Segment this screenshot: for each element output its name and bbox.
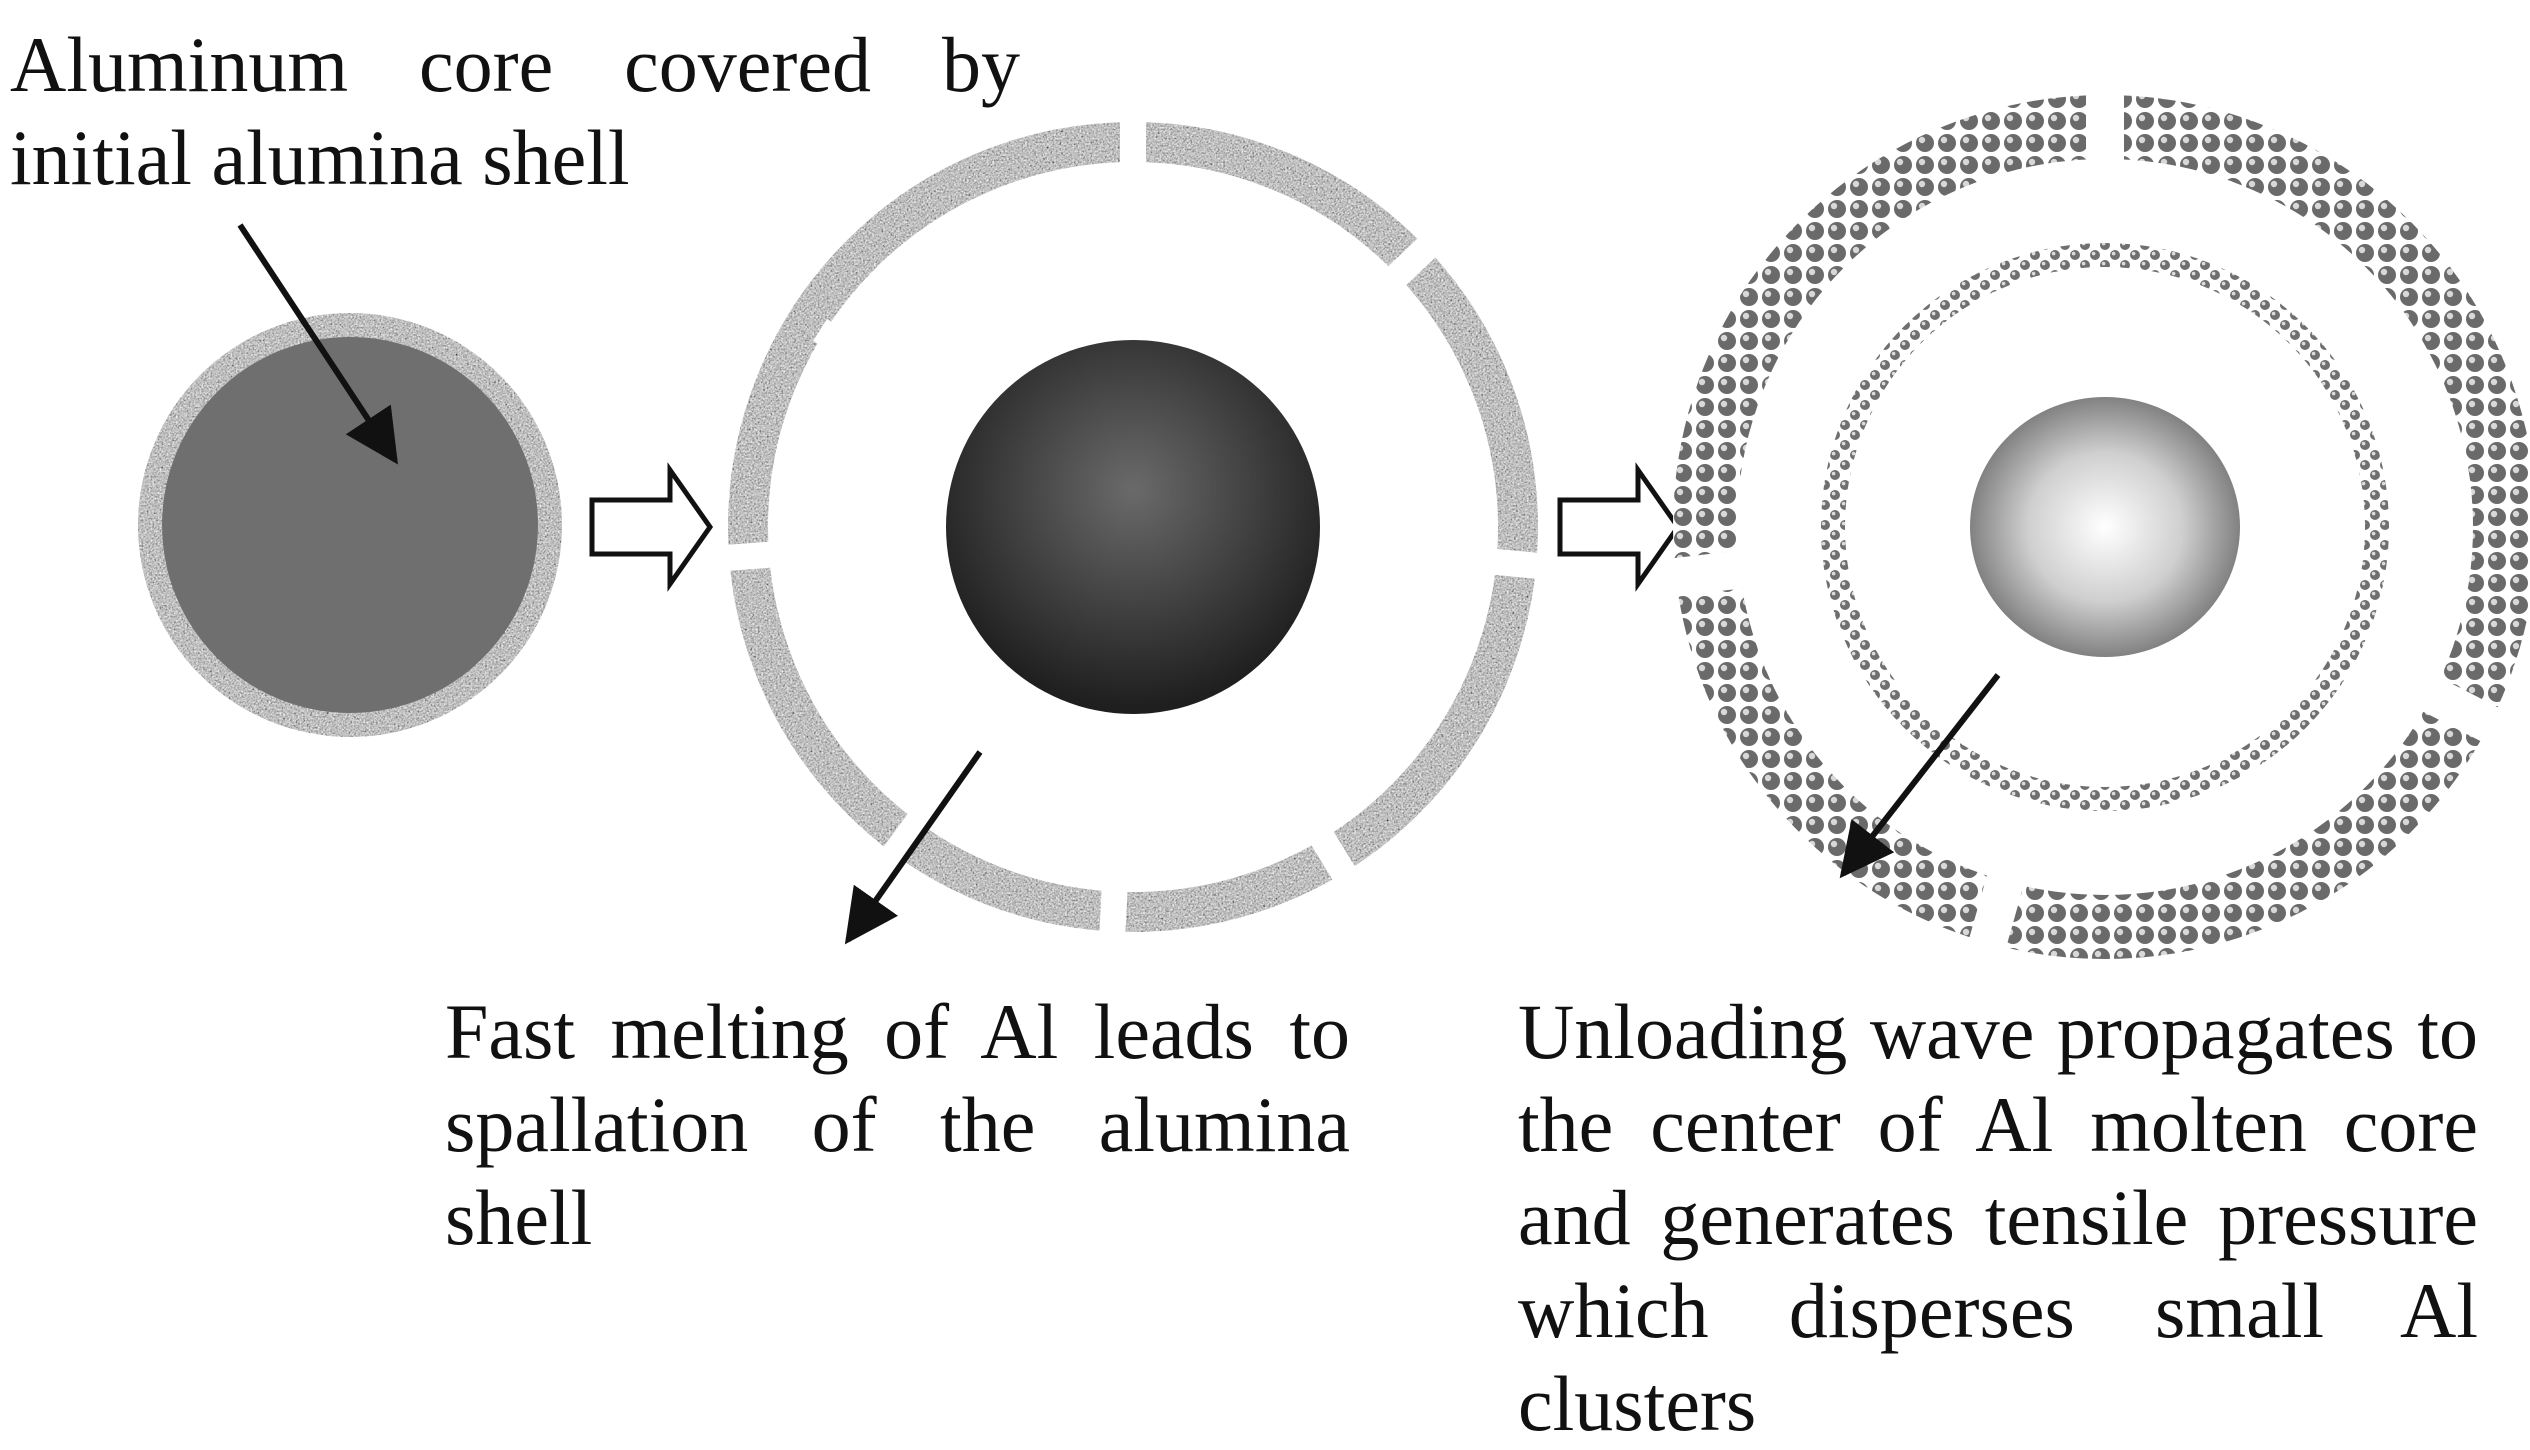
alumina-shell-fragments [728, 122, 1538, 932]
aluminum-core [162, 337, 538, 713]
transition-arrow-1 [589, 462, 714, 592]
pointer-arrow-clusters [1839, 673, 2001, 879]
outer-cluster-ring [1673, 95, 2530, 959]
stage-1-initial-particle [138, 313, 562, 737]
caption-unloading-wave: Unloading wave propagates to the center … [1518, 988, 2478, 1447]
pointer-arrow-shell [844, 750, 983, 945]
al-molten-core-center [1970, 397, 2240, 657]
caption-spallation: Fast melting of Al leads to spallation o… [445, 988, 1350, 1261]
molten-al-core [946, 340, 1320, 714]
stage-2-spallation [728, 122, 1538, 932]
caption-initial-state: Aluminum core covered by initial alumina… [10, 21, 1020, 201]
transition-arrow-2 [1557, 462, 1682, 592]
inner-cluster-ring [1821, 243, 2389, 811]
stage-3-dispersion [1673, 95, 2530, 959]
pointer-arrow-core [237, 223, 398, 465]
